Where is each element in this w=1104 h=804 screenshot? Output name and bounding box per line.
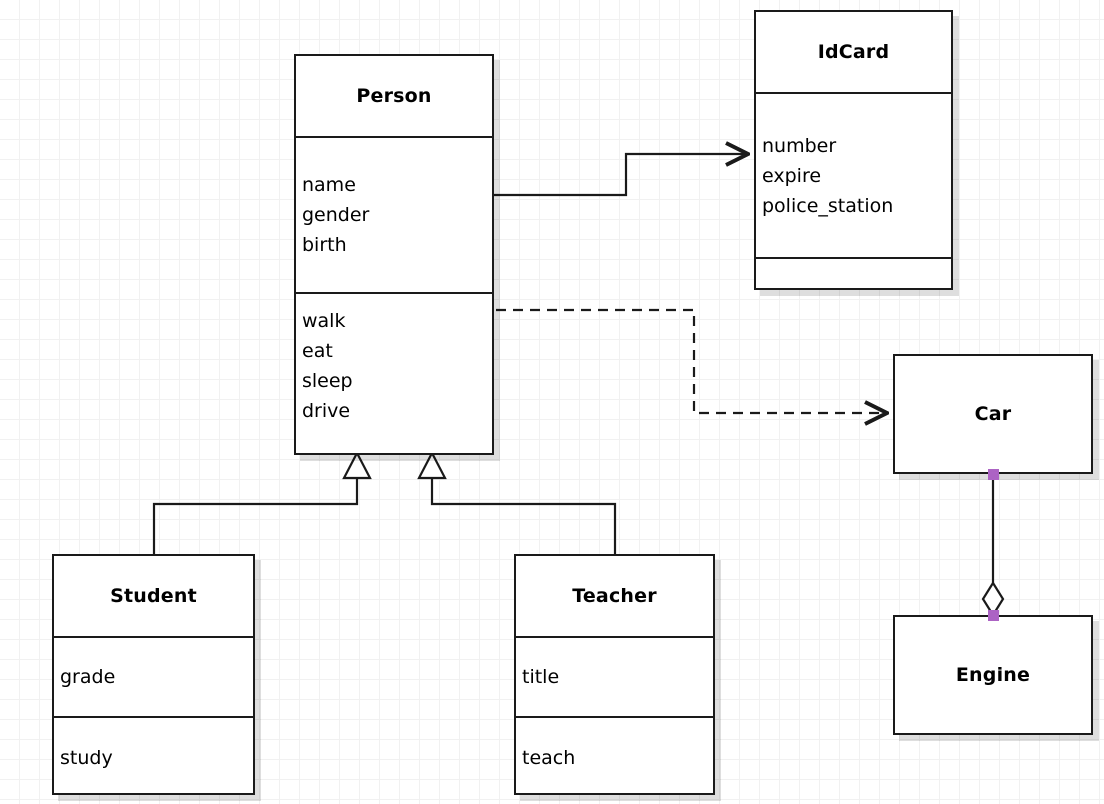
class-title-engine: Engine <box>955 664 1031 686</box>
class-methods-person: walk eat sleep drive <box>296 292 492 457</box>
class-methods-student: study <box>54 716 253 797</box>
attribute-item: police_station <box>762 194 894 217</box>
class-methods-idcard <box>756 257 951 292</box>
class-attributes-idcard: number expire police_station <box>756 92 951 257</box>
method-item: walk <box>302 310 346 332</box>
attribute-item: gender <box>302 204 370 226</box>
attribute-item: grade <box>60 666 116 688</box>
class-box-teacher[interactable]: Teacher title teach <box>514 554 715 795</box>
class-box-engine[interactable]: Engine <box>893 615 1093 735</box>
attribute-item: birth <box>302 234 347 256</box>
class-attributes-student: grade <box>54 636 253 716</box>
attribute-item: name <box>302 174 356 196</box>
edge-student-person[interactable] <box>152 450 372 554</box>
attribute-item: expire <box>762 164 822 187</box>
class-box-car[interactable]: Car <box>893 354 1093 474</box>
class-title-student: Student <box>110 585 197 607</box>
edge-person-idcard[interactable] <box>494 154 748 197</box>
class-attributes-teacher: title <box>516 636 713 716</box>
method-item: teach <box>522 746 576 769</box>
class-attributes-person: name gender birth <box>296 136 492 292</box>
edge-person-car[interactable] <box>496 308 887 413</box>
attribute-item: title <box>522 666 560 688</box>
edge-teacher-person[interactable] <box>417 450 617 554</box>
edge-handle-car-end[interactable] <box>988 469 999 480</box>
class-box-person[interactable]: Person name gender birth walk eat sleep … <box>294 54 494 455</box>
class-title-teacher: Teacher <box>572 585 657 607</box>
class-box-student[interactable]: Student grade study <box>52 554 255 795</box>
method-item: drive <box>302 400 351 422</box>
class-methods-teacher: teach <box>516 716 713 797</box>
class-title-person: Person <box>356 85 432 107</box>
class-box-idcard[interactable]: IdCard number expire police_station <box>754 10 953 290</box>
attribute-item: number <box>762 134 837 157</box>
method-item: sleep <box>302 370 353 392</box>
method-item: study <box>60 746 113 769</box>
class-title-idcard: IdCard <box>817 41 890 63</box>
edge-car-engine[interactable] <box>981 474 1005 618</box>
class-title-car: Car <box>974 403 1012 425</box>
edge-handle-engine-end[interactable] <box>988 610 999 621</box>
method-item: eat <box>302 340 333 362</box>
